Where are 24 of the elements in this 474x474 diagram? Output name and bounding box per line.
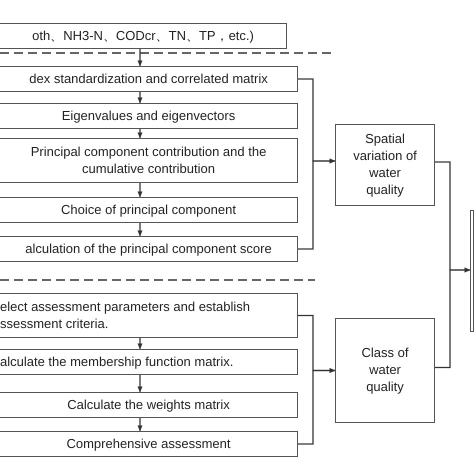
connector-arrow xyxy=(138,338,142,350)
process-box: Calculate the weights matrix xyxy=(0,392,298,418)
connector-arrow xyxy=(138,223,142,236)
process-box: Principal component contribution and the cumulative contribution xyxy=(0,138,298,183)
connector-arrow xyxy=(138,418,142,432)
process-box: Choice of principal component xyxy=(0,197,298,223)
connector-arrow xyxy=(435,268,470,368)
input-box: oth、NH3-N、CODcr、TN、TP，etc.) xyxy=(0,23,287,49)
connector-arrow xyxy=(138,375,142,392)
process-box: Eigenvalues and eigenvectors xyxy=(0,103,298,129)
connector-arrow xyxy=(138,129,142,138)
process-box: dex standardization and correlated matrix xyxy=(0,66,298,92)
process-box: alculate the membership function matrix. xyxy=(0,349,298,375)
connector-arrow xyxy=(138,183,142,198)
result-box: Class of water quality xyxy=(335,318,435,423)
result-box: Spatial variation of water quality xyxy=(335,124,435,206)
connector-arrow xyxy=(298,158,336,250)
output-box xyxy=(470,210,474,332)
process-box: alculation of the principal component score xyxy=(0,236,298,262)
process-box: elect assessment parameters and establish ssessment criteria. xyxy=(0,293,298,338)
connector-arrow xyxy=(298,368,336,445)
process-box: Comprehensive assessment xyxy=(0,431,298,457)
connector-arrow xyxy=(138,49,142,66)
connector-arrow xyxy=(138,92,142,104)
